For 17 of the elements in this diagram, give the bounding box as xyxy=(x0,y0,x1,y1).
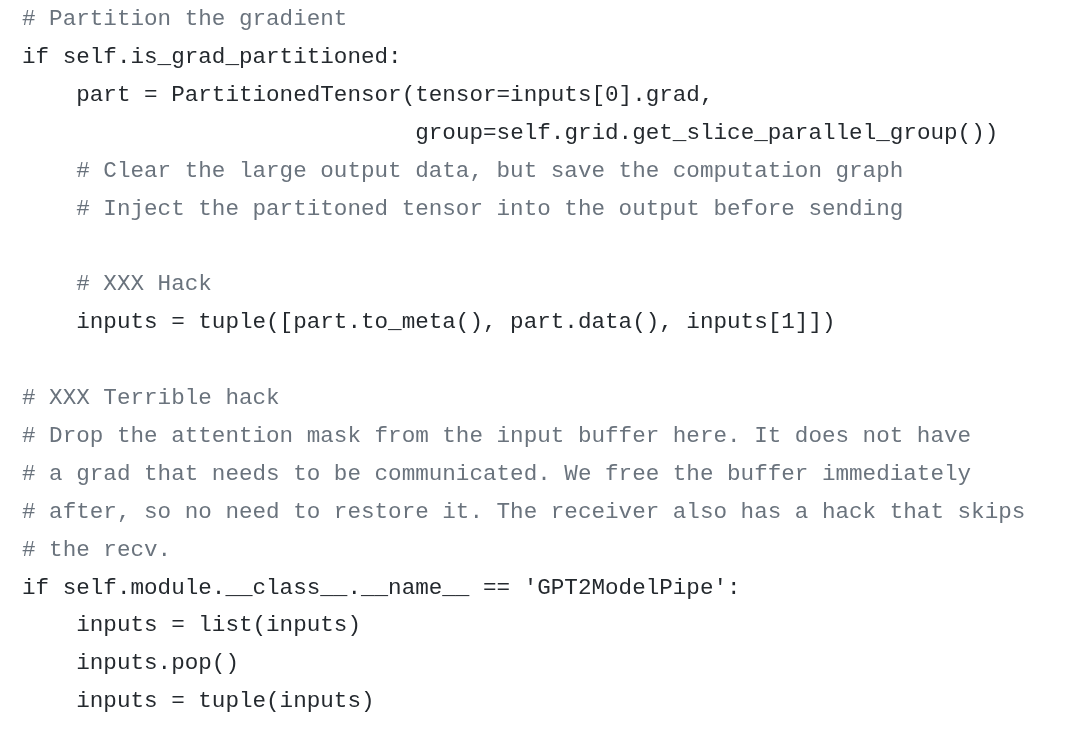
code-line: inputs.pop() xyxy=(76,649,239,678)
code-line: if self.is_grad_partitioned: xyxy=(22,42,402,71)
code-comment: # the recv. xyxy=(22,535,172,564)
code-line: inputs = tuple(inputs) xyxy=(76,687,375,716)
code-line: inputs = list(inputs) xyxy=(76,611,361,640)
code-comment: # Partition the gradient xyxy=(22,5,348,33)
code-line: if self.module.__class__.__name__ == 'GPT2ModelPipe': xyxy=(22,573,741,602)
code-comment: # Inject the partitoned tensor into the output before sending xyxy=(76,194,904,223)
code-line: inputs = tuple([part.to_meta(), part.data(), inputs[1]]) xyxy=(76,308,836,337)
code-comment: # after, so no need to restore it. The receiver also has a hack that skips xyxy=(22,497,1026,526)
code-comment: # XXX Terrible hack xyxy=(22,384,280,412)
code-comment: # XXX Hack xyxy=(76,270,212,299)
code-line: group=self.grid.get_slice_parallel_group()) xyxy=(415,118,999,147)
code-comment: # Drop the attention mask from the input buffer here. It does not have xyxy=(22,421,972,450)
code-comment: # Clear the large output data, but save the computation graph xyxy=(76,156,904,185)
code-line: part = PartitionedTensor(tensor=inputs[0].grad, xyxy=(76,80,714,109)
code-comment: # a grad that needs to be communicated. We free the buffer immediately xyxy=(22,459,972,488)
